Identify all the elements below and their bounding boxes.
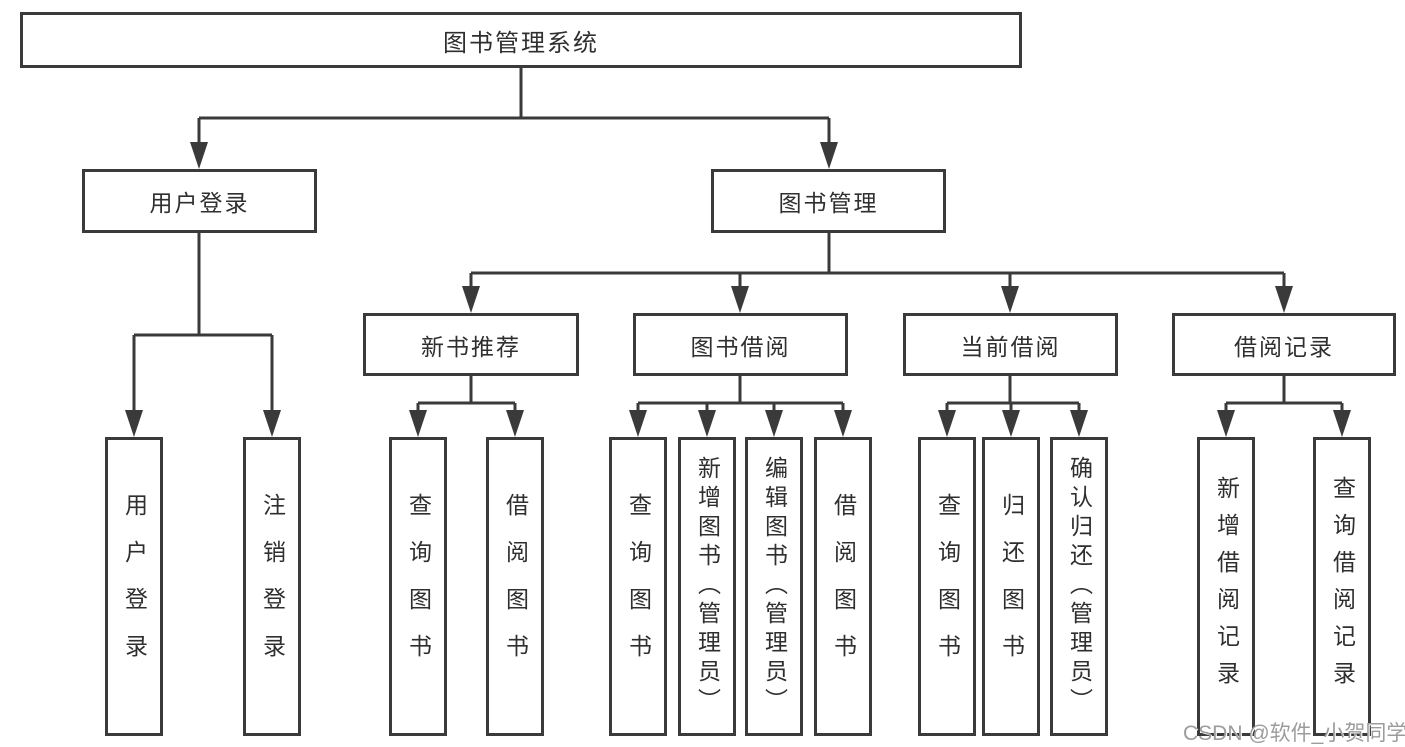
connector-strokes (132, 68, 1344, 418)
node-book-borrowing: 图书借阅 (633, 313, 848, 376)
leaf-edit-book-admin-label: 编辑图书（管理员） (761, 456, 788, 717)
node-root: 图书管理系统 (20, 12, 1022, 68)
leaf-query-borrow-record: 查询借阅记录 (1313, 437, 1371, 736)
leaf-add-book-admin: 新增图书（管理员） (678, 437, 736, 736)
csdn-watermark: CSDN @软件_小贺同学 (1183, 722, 1405, 745)
leaf-add-borrow-record-label: 新增借阅记录 (1213, 475, 1240, 698)
leaf-borrow-books-borrowing: 借阅图书 (814, 437, 872, 736)
leaf-borrow-books-recommend: 借阅图书 (486, 437, 544, 736)
leaf-add-book-admin-label: 新增图书（管理员） (694, 456, 721, 717)
leaf-user-login: 用户登录 (105, 437, 163, 736)
leaf-borrow-books-borrowing-label: 借阅图书 (830, 492, 857, 681)
leaf-logout: 注销登录 (243, 437, 301, 736)
node-new-book-recommend: 新书推荐 (363, 313, 579, 376)
leaf-query-books-borrowing-label: 查询图书 (625, 492, 652, 681)
node-current-borrowing: 当前借阅 (903, 313, 1118, 376)
leaf-borrow-books-recommend-label: 借阅图书 (502, 492, 529, 681)
leaf-confirm-return-admin: 确认归还（管理员） (1050, 437, 1108, 736)
leaf-query-books-recommend-label: 查询图书 (405, 492, 432, 681)
node-borrowing-records: 借阅记录 (1172, 313, 1396, 376)
leaf-logout-label: 注销登录 (259, 492, 286, 681)
node-user-login: 用户登录 (82, 169, 317, 233)
arrowheads (125, 142, 1351, 437)
leaf-query-borrow-record-label: 查询借阅记录 (1329, 475, 1356, 698)
leaf-query-books-current: 查询图书 (918, 437, 976, 736)
leaf-query-books-current-label: 查询图书 (934, 492, 961, 681)
leaf-return-book-label: 归还图书 (998, 492, 1025, 681)
node-book-management: 图书管理 (711, 169, 946, 233)
leaf-user-login-label: 用户登录 (121, 492, 148, 681)
leaf-query-books-borrowing: 查询图书 (609, 437, 667, 736)
leaf-return-book: 归还图书 (982, 437, 1040, 736)
leaf-query-books-recommend: 查询图书 (389, 437, 447, 736)
leaf-edit-book-admin: 编辑图书（管理员） (745, 437, 803, 736)
leaf-add-borrow-record: 新增借阅记录 (1197, 437, 1255, 736)
leaf-confirm-return-admin-label: 确认归还（管理员） (1066, 456, 1093, 717)
